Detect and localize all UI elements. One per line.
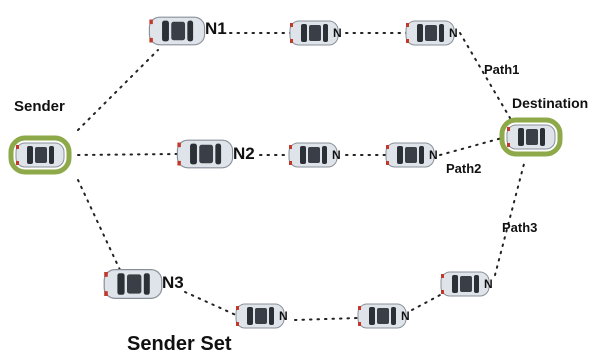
path2-label: Path2 <box>446 161 482 176</box>
relay-label-path1-b: N <box>449 26 458 40</box>
car-n1 <box>148 16 206 46</box>
route-lines <box>77 32 526 321</box>
relay-label-path2-a: N <box>332 148 341 162</box>
route-sender-n1 <box>77 49 159 131</box>
car-relay-path1-b <box>405 20 455 46</box>
relay-label-path3-a: N <box>279 309 288 323</box>
destination-car <box>499 117 563 157</box>
sender-label: Sender <box>14 98 65 115</box>
car-relay-path1-a <box>289 20 339 46</box>
car-relay-path2-b <box>385 142 435 168</box>
sender-car <box>8 135 72 175</box>
node-n1-label: N1 <box>205 19 227 38</box>
car-relay-path2-a <box>288 142 338 168</box>
car-relay-path3-a <box>235 303 285 329</box>
relay-label-path3-c: N <box>484 277 493 291</box>
route-r5-r6 <box>294 317 359 321</box>
path3-label: Path3 <box>502 220 538 235</box>
route-sender-n3 <box>77 179 121 271</box>
car-relay-path3-b <box>357 303 407 329</box>
node-n3-label: N3 <box>162 273 184 292</box>
relay-label-path1-a: N <box>333 26 342 40</box>
relay-label-path3-b: N <box>401 309 410 323</box>
route-r6-r7 <box>411 293 443 311</box>
route-n3-r5 <box>184 291 239 317</box>
car-n3 <box>103 269 163 299</box>
route-r7-dest <box>494 159 526 276</box>
destination-label: Destination <box>512 95 589 111</box>
route-r2-dest <box>459 32 511 119</box>
route-sender-n2 <box>77 153 179 156</box>
sender-set-label: Sender Set <box>127 333 232 355</box>
route-r4-dest <box>439 137 503 156</box>
car-relay-path3-c <box>440 271 490 297</box>
path1-label: Path1 <box>484 62 520 77</box>
relay-label-path2-b: N <box>429 148 438 162</box>
car-n2 <box>176 139 234 169</box>
node-n2-label: N2 <box>233 144 255 163</box>
